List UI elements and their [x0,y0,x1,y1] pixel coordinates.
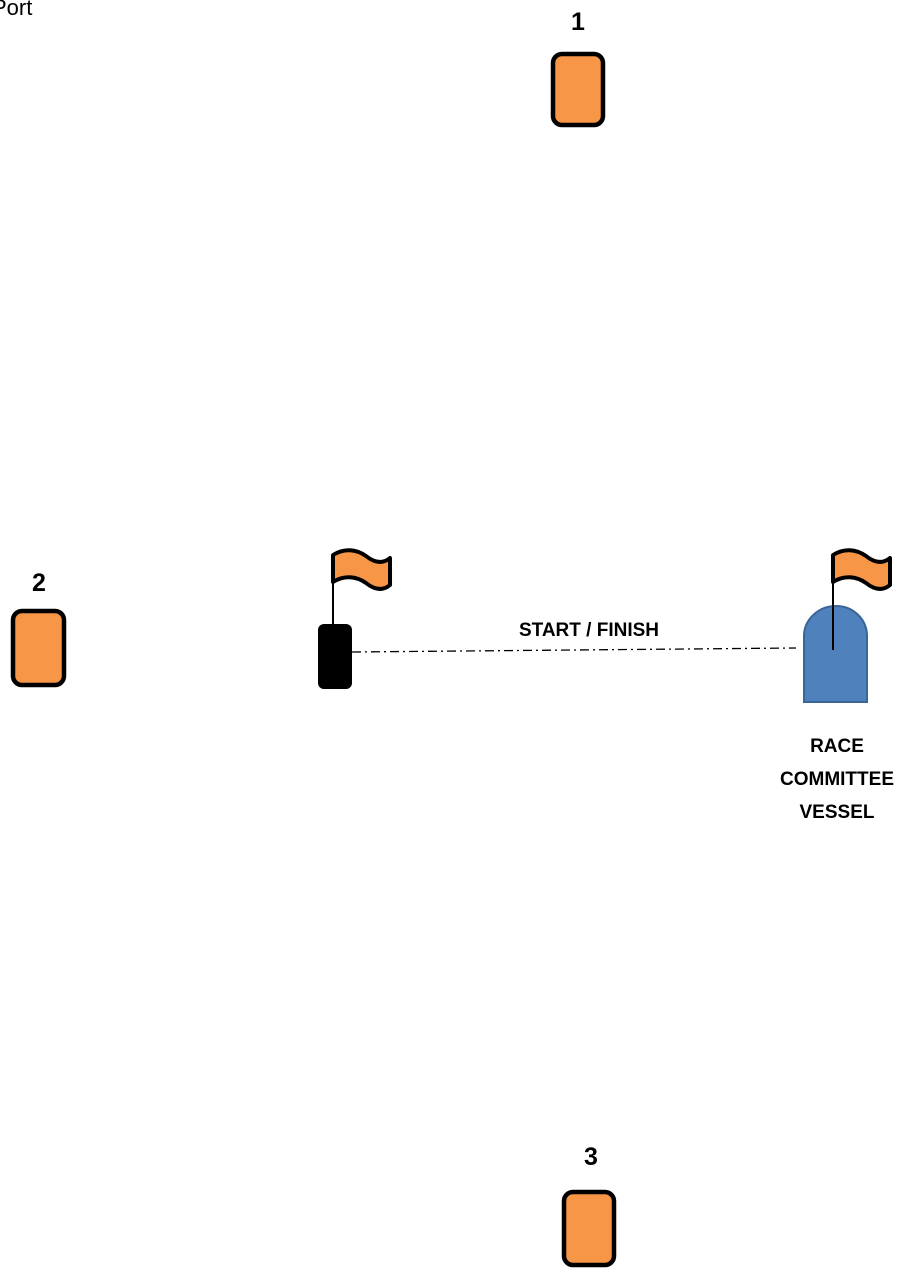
buoy-mark-icon [10,608,67,688]
vessel-label-line-1: RACE [810,736,864,757]
vessel-label-line-3: VESSEL [800,802,875,823]
mark-2-number: 2 [32,569,46,597]
vessel-label-line-2: COMMITTEE [780,769,894,790]
mark-2: 2 [10,569,67,688]
corner-label: Port [0,0,32,20]
pin-end-buoy [318,548,392,689]
mark-1-number: 1 [571,8,585,36]
mark-1: 1 [550,8,606,128]
mark-3: 3 [561,1143,617,1268]
mark-3-number: 3 [584,1143,598,1171]
start-finish-label: START / FINISH [519,620,659,641]
start-finish-line [351,647,797,653]
flag-icon [331,548,392,591]
flag-icon [831,548,892,591]
buoy-mark-icon [561,1189,617,1268]
committee-vessel [803,548,892,703]
boat-icon [803,604,868,703]
buoy-mark-icon [550,51,606,128]
pin-buoy-icon [318,624,352,689]
vessel-label: RACE COMMITTEE VESSEL [780,736,894,823]
